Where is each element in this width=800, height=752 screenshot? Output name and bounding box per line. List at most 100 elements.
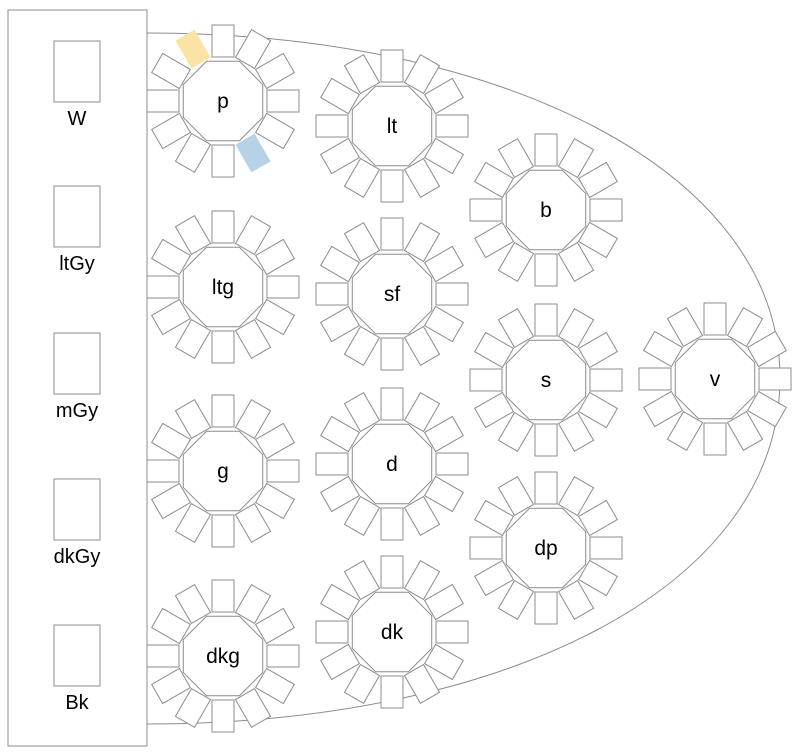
chair[interactable] — [320, 415, 361, 453]
chair[interactable] — [577, 559, 618, 597]
chair[interactable] — [266, 89, 300, 113]
chair[interactable] — [557, 138, 595, 179]
chair[interactable] — [726, 307, 764, 348]
chair[interactable] — [726, 410, 764, 451]
chair[interactable] — [320, 475, 361, 513]
chair[interactable] — [423, 245, 464, 283]
chair[interactable] — [254, 112, 295, 150]
chair[interactable] — [254, 607, 295, 645]
chair[interactable] — [474, 331, 515, 369]
chair[interactable] — [266, 644, 300, 668]
round-table[interactable]: p — [146, 24, 300, 178]
chair[interactable] — [380, 555, 404, 589]
chair[interactable] — [666, 307, 704, 348]
chair[interactable] — [343, 560, 381, 601]
chair[interactable] — [423, 643, 464, 681]
chair[interactable] — [146, 89, 180, 113]
chair[interactable] — [234, 584, 272, 625]
chair[interactable] — [497, 579, 535, 620]
chair[interactable] — [211, 330, 235, 364]
chair[interactable] — [151, 482, 192, 520]
chair[interactable] — [254, 667, 295, 705]
round-table[interactable]: g — [146, 394, 300, 548]
chair[interactable] — [403, 157, 441, 198]
round-table[interactable]: d — [315, 387, 469, 541]
chair[interactable] — [234, 687, 272, 728]
chair[interactable] — [151, 667, 192, 705]
chair[interactable] — [380, 217, 404, 251]
chair[interactable] — [557, 241, 595, 282]
chair[interactable] — [557, 411, 595, 452]
chair[interactable] — [174, 132, 212, 173]
chair[interactable] — [234, 215, 272, 256]
chair[interactable] — [174, 318, 212, 359]
chair[interactable] — [534, 591, 558, 625]
chair[interactable] — [234, 399, 272, 440]
chair[interactable] — [474, 391, 515, 429]
chair[interactable] — [474, 161, 515, 199]
chair[interactable] — [320, 137, 361, 175]
chair[interactable] — [469, 198, 503, 222]
chair[interactable] — [211, 210, 235, 244]
chair[interactable] — [403, 560, 441, 601]
chair[interactable] — [211, 579, 235, 613]
head-seat[interactable]: dkGy — [53, 478, 101, 568]
chair[interactable] — [315, 620, 349, 644]
chair[interactable] — [343, 222, 381, 263]
chair[interactable] — [151, 298, 192, 336]
head-seat[interactable]: mGy — [53, 332, 101, 422]
chair[interactable] — [380, 387, 404, 421]
chair[interactable] — [557, 476, 595, 517]
chair[interactable] — [234, 318, 272, 359]
chair[interactable] — [643, 330, 684, 368]
chair[interactable] — [403, 392, 441, 433]
chair[interactable] — [174, 584, 212, 625]
chair[interactable] — [343, 157, 381, 198]
chair[interactable] — [211, 24, 235, 58]
chair[interactable] — [534, 253, 558, 287]
chair[interactable] — [474, 559, 515, 597]
chair[interactable] — [577, 499, 618, 537]
chair[interactable] — [254, 422, 295, 460]
chair[interactable] — [589, 198, 623, 222]
chair[interactable] — [497, 138, 535, 179]
chair[interactable] — [557, 579, 595, 620]
chair[interactable] — [211, 514, 235, 548]
chair[interactable] — [589, 536, 623, 560]
chair[interactable] — [151, 422, 192, 460]
chair[interactable] — [577, 331, 618, 369]
chair[interactable] — [423, 137, 464, 175]
chair[interactable] — [211, 394, 235, 428]
chair[interactable] — [423, 305, 464, 343]
head-seat[interactable]: Bk — [53, 624, 101, 714]
chair[interactable] — [151, 52, 192, 90]
chair[interactable] — [703, 422, 727, 456]
chair[interactable] — [315, 282, 349, 306]
round-table[interactable]: sf — [315, 217, 469, 371]
round-table[interactable]: dp — [469, 471, 623, 625]
chair[interactable] — [266, 275, 300, 299]
chair[interactable] — [643, 390, 684, 428]
head-seat[interactable]: W — [53, 40, 101, 130]
round-table[interactable]: dk — [315, 555, 469, 709]
chair[interactable] — [435, 114, 469, 138]
chair[interactable] — [423, 583, 464, 621]
chair[interactable] — [557, 308, 595, 349]
chair[interactable] — [320, 583, 361, 621]
chair-highlighted[interactable] — [175, 29, 211, 69]
chair[interactable] — [534, 471, 558, 505]
chair[interactable] — [423, 77, 464, 115]
head-seat[interactable]: ltGy — [53, 185, 101, 275]
round-table[interactable]: v — [638, 302, 792, 456]
chair[interactable] — [380, 169, 404, 203]
chair[interactable] — [589, 368, 623, 392]
chair[interactable] — [343, 663, 381, 704]
chair[interactable] — [151, 607, 192, 645]
chair[interactable] — [534, 303, 558, 337]
chair[interactable] — [254, 298, 295, 336]
chair[interactable] — [211, 699, 235, 733]
chair[interactable] — [174, 215, 212, 256]
chair[interactable] — [343, 54, 381, 95]
chair-highlighted[interactable] — [235, 133, 271, 173]
chair[interactable] — [435, 620, 469, 644]
